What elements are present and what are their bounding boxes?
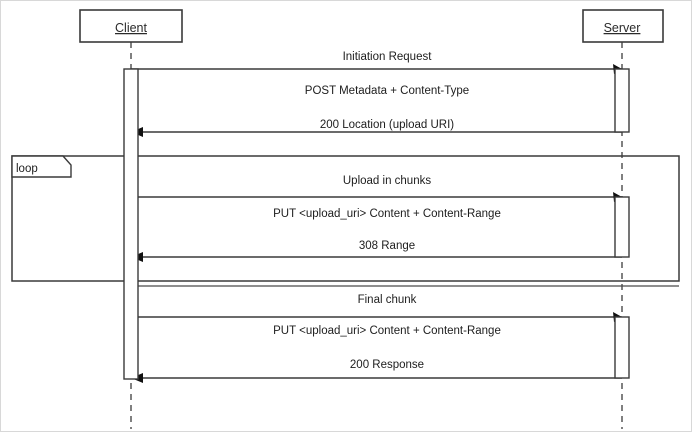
message-label-200-response: 200 Response [350, 359, 424, 371]
message-label-put-final: PUT <upload_uri> Content + Content-Range [273, 325, 501, 337]
participant-box-client[interactable]: Client [79, 9, 183, 43]
message-label-308-range: 308 Range [359, 240, 415, 252]
group-caption-final-chunk: Final chunk [358, 294, 417, 306]
message-label-post-metadata: POST Metadata + Content-Type [305, 85, 469, 97]
message-label-put-chunk: PUT <upload_uri> Content + Content-Range [273, 208, 501, 220]
message-group-upload-chunks: Upload in chunks PUT <upload_uri> Conten… [131, 175, 622, 262]
participant-box-server[interactable]: Server [582, 9, 664, 43]
activation-bar-server-initiation[interactable] [614, 68, 630, 133]
participant-label-client: Client [115, 21, 147, 35]
group-caption-upload-chunks: Upload in chunks [343, 175, 431, 187]
participant-label-server: Server [604, 21, 641, 35]
group-caption-initiation: Initiation Request [343, 51, 433, 63]
activation-bar-server-chunk[interactable] [614, 196, 630, 258]
message-label-200-location: 200 Location (upload URI) [320, 119, 454, 131]
message-group-final-chunk: Final chunk PUT <upload_uri> Content + C… [131, 285, 679, 383]
activation-bar-client[interactable] [123, 68, 139, 380]
message-group-initiation: Initiation Request POST Metadata + Conte… [131, 51, 622, 137]
fragment-operator-label: loop [16, 163, 38, 175]
combined-fragment-loop[interactable]: loop [11, 155, 680, 282]
activation-bar-server-final[interactable] [614, 316, 630, 379]
